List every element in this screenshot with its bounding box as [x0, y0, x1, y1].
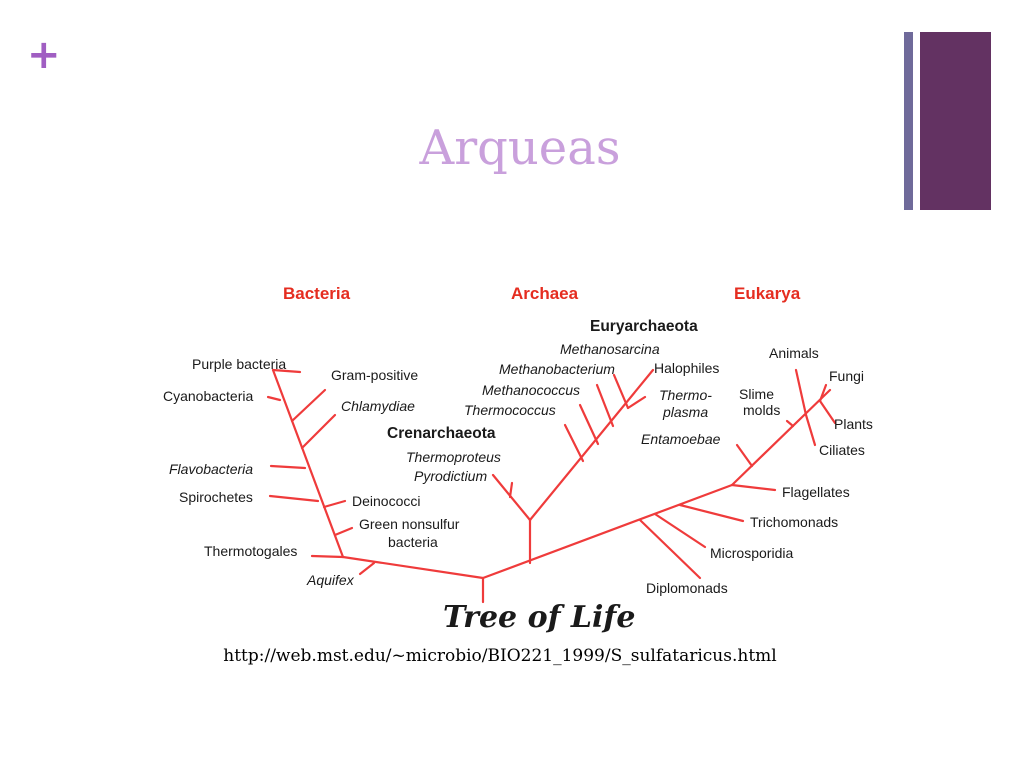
branch-fungi	[818, 383, 828, 403]
taxon-spirochetes: Spirochetes	[179, 489, 253, 505]
taxon-thermoplasma: Thermo-	[659, 387, 712, 403]
branch-thermoplasma	[626, 395, 647, 410]
branch-animals	[794, 368, 808, 417]
accent-bar-thin	[904, 32, 913, 210]
taxon-ciliates: Ciliates	[819, 442, 865, 458]
branch-cyanobacteria	[266, 395, 282, 402]
accent-bar-thick	[920, 32, 991, 210]
branch-trichomonads	[678, 503, 745, 523]
branch-thermoproteus	[508, 481, 514, 499]
domain-label-archaea: Archaea	[511, 284, 579, 303]
taxon-diplomonads: Diplomonads	[646, 580, 728, 596]
taxon-purple-bacteria: Purple bacteria	[192, 356, 286, 372]
branch-chlamydiae	[300, 413, 337, 450]
branch-entamoebae	[735, 443, 754, 468]
branch-microsporidia	[653, 512, 707, 549]
taxon-fungi: Fungi	[829, 368, 864, 384]
branch-green-nonsulfur	[333, 526, 354, 537]
branch-euryarchaeota	[528, 368, 655, 522]
group-label-euryarchaeota: Euryarchaeota	[590, 318, 698, 335]
taxon-chlamydiae: Chlamydiae	[341, 398, 415, 414]
branch-thermotogales	[310, 554, 345, 559]
taxon-slime-molds: Slime	[739, 386, 774, 402]
branch-diplomonads	[638, 518, 702, 580]
taxon-microsporidia: Microsporidia	[710, 545, 793, 561]
tree-branches	[266, 368, 837, 604]
branch-crenarchaeota	[491, 473, 532, 522]
domain-label-bacteria: Bacteria	[283, 284, 351, 303]
branch-flagellates	[730, 483, 777, 492]
slide-title: Arqueas	[419, 120, 621, 176]
branch-ciliates	[804, 413, 817, 447]
source-url: http://web.mst.edu/~microbio/BIO221_1999…	[223, 646, 777, 666]
diagram-caption: Tree of Life	[443, 600, 635, 635]
branch-gram-positive	[290, 388, 327, 423]
taxon-slime-molds-line2: molds	[743, 402, 780, 418]
branch-flavobacteria	[269, 464, 307, 470]
taxon-thermoproteus: Thermoproteus	[406, 449, 501, 465]
branch-methanobacterium	[595, 383, 615, 428]
taxon-flavobacteria: Flavobacteria	[169, 461, 253, 477]
taxon-animals: Animals	[769, 345, 819, 361]
taxon-methanobacterium: Methanobacterium	[499, 361, 615, 377]
taxon-deinococci: Deinococci	[352, 493, 420, 509]
taxon-plants: Plants	[834, 416, 873, 432]
taxon-gram-positive: Gram-positive	[331, 367, 418, 383]
branch-slime-molds	[785, 419, 795, 428]
branch-eukarya-main	[481, 483, 734, 580]
plus-icon: +	[27, 32, 61, 78]
branch-plants	[818, 399, 837, 425]
branch-bacteria-stem	[271, 368, 345, 559]
taxon-halophiles: Halophiles	[654, 360, 719, 376]
branch-thermococcus	[563, 423, 585, 463]
branch-spirochetes	[268, 494, 320, 503]
taxon-entamoebae: Entamoebae	[641, 431, 721, 447]
taxon-green-nonsulfur-line2: bacteria	[388, 534, 438, 550]
branch-deinococci	[322, 499, 347, 509]
taxon-thermococcus: Thermococcus	[464, 402, 556, 418]
taxon-cyanobacteria: Cyanobacteria	[163, 388, 253, 404]
branch-methanosarcina	[612, 373, 630, 410]
branch-eukarya-stem	[730, 388, 832, 487]
domain-label-eukarya: Eukarya	[734, 284, 801, 303]
taxon-pyrodictium: Pyrodictium	[414, 468, 487, 484]
group-label-crenarchaeota: Crenarchaeota	[387, 425, 496, 442]
taxon-thermotogales: Thermotogales	[204, 543, 297, 559]
taxon-flagellates: Flagellates	[782, 484, 850, 500]
taxon-aquifex: Aquifex	[306, 572, 355, 588]
taxon-green-nonsulfur: Green nonsulfur	[359, 516, 460, 532]
taxon-thermoplasma-line2: plasma	[662, 404, 708, 420]
branch-bacteria-main	[341, 555, 485, 580]
taxon-trichomonads: Trichomonads	[750, 514, 838, 530]
branch-methanococcus	[578, 403, 600, 446]
branch-aquifex	[358, 561, 376, 576]
branch-purple-bacteria	[271, 368, 302, 374]
taxon-methanococcus: Methanococcus	[482, 382, 580, 398]
taxon-methanosarcina: Methanosarcina	[560, 341, 660, 357]
